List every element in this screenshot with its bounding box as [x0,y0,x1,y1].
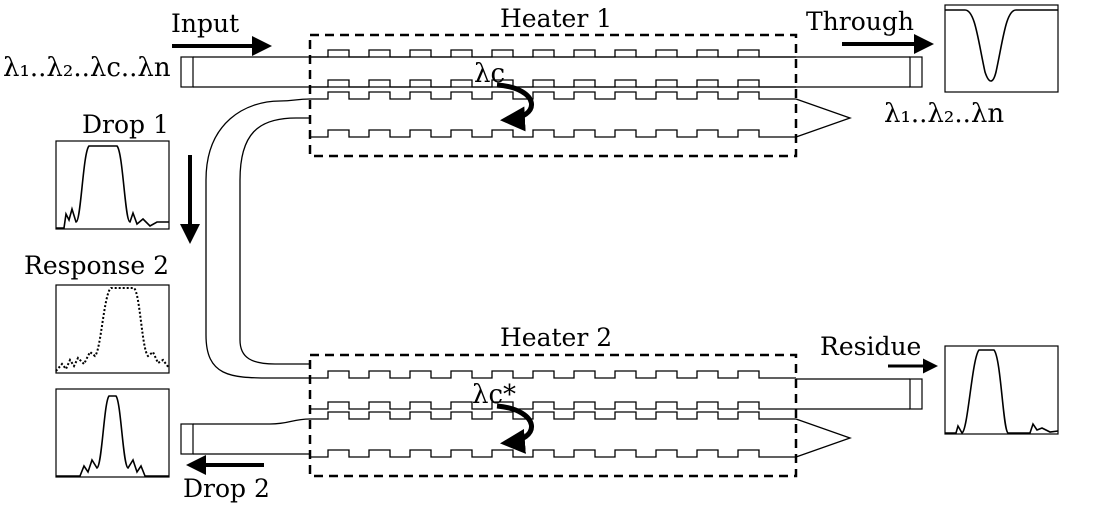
through-wavelengths: λ₁..λ₂..λn [884,99,1004,129]
taper-bottom [795,418,852,458]
center-wavelength-1: λc [474,59,505,89]
coupling-arrow-1 [496,82,534,132]
grating-h1-bus-bottom [310,79,796,88]
loop-outer [205,98,311,379]
input-wavelengths: λ₁..λ₂..λc..λn [3,53,171,83]
heater2-label: Heater 2 [500,323,612,352]
bus-waveguide-top [193,56,910,88]
drop2-label: Drop 2 [183,474,270,503]
residue-waveguide [796,378,910,410]
taper-top [795,98,852,138]
grating-waveguides [310,49,796,458]
grating-h2-bus-bottom [310,401,796,410]
response2-label: Response 2 [24,251,169,280]
grating-h1-drop-bottom [310,129,796,138]
through-port [909,56,923,88]
drop1-label: Drop 1 [82,110,169,139]
grating-h2-drop-bottom [310,449,796,458]
drop1-spectrum [55,140,170,230]
through-spectrum [944,4,1059,93]
drop2-waveguide [193,418,311,455]
residue-port [909,378,923,410]
input-label: Input [171,9,239,38]
drop2-port [180,423,194,455]
grating-h1-drop-top [310,91,796,100]
grating-h2-bus-top [310,370,796,379]
coupling-arrow-2 [496,403,534,454]
heater1-label: Heater 1 [500,4,612,33]
heater-2-box [308,353,798,478]
input-port [180,56,194,88]
grating-h2-drop-top [310,411,796,420]
heater-1-box [308,33,798,158]
residue-label: Residue [820,332,921,361]
through-label: Through [806,7,914,36]
response2-spectrum [55,284,170,374]
loop-inner [239,117,310,365]
center-wavelength-2: λc* [472,380,516,410]
grating-h1-bus-top [310,49,796,58]
drop2-spectrum [55,388,170,478]
residue-spectrum [944,345,1059,435]
